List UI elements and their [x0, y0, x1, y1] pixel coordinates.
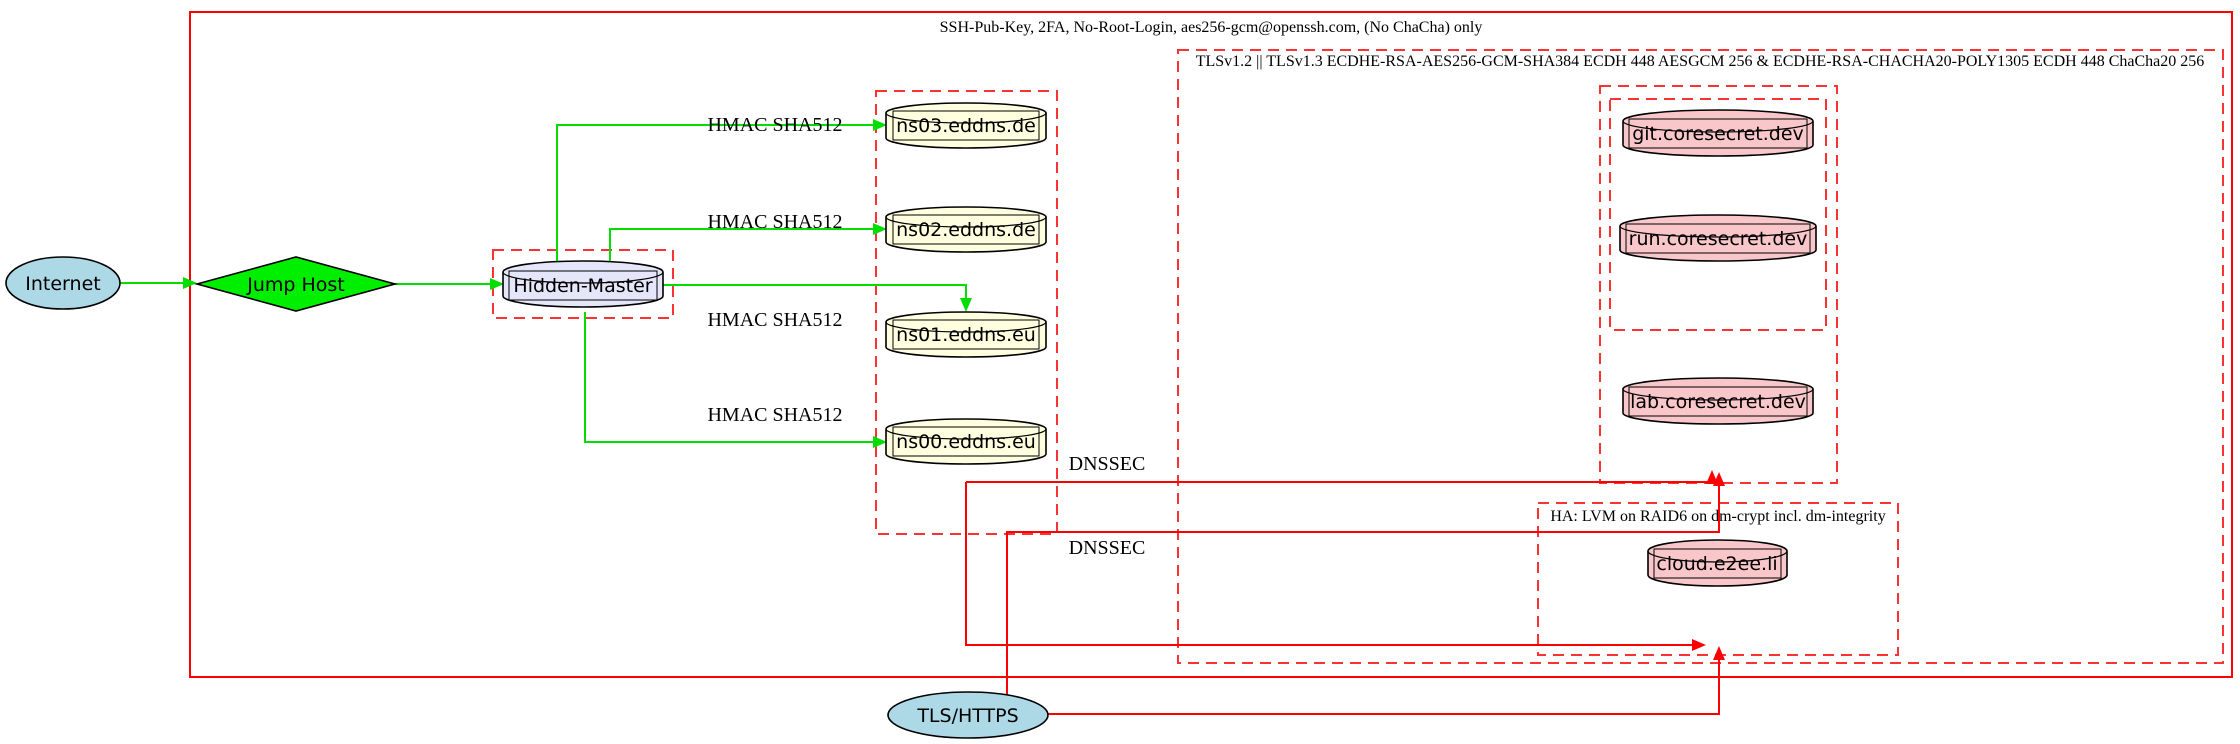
node-hidden-master: Hidden-Master	[502, 260, 664, 308]
arrowhead-hiddenmaster-ns01	[960, 298, 972, 312]
git-label: git.coresecret.dev	[1632, 123, 1804, 145]
edge-label-hmac-ns01: HMAC SHA512	[707, 309, 842, 331]
hidden-master-cylinder	[502, 260, 664, 308]
ns00-label-box	[892, 426, 1040, 457]
tls-https-ellipse	[887, 691, 1049, 739]
node-tls-https: TLS/HTTPS	[887, 691, 1049, 739]
git-label-box	[1628, 118, 1808, 149]
run-cylinder	[1619, 214, 1817, 262]
arrowhead-dnssec-ha	[1692, 639, 1706, 651]
cluster-dns-border	[875, 90, 1058, 535]
ns02-label-box	[892, 214, 1040, 245]
node-cloud: cloud.e2ee.li	[1647, 539, 1788, 587]
cluster-ssh-label: SSH-Pub-Key, 2FA, No-Root-Login, aes256-…	[940, 19, 1483, 36]
jump-host-diamond	[193, 256, 399, 312]
edge-label-dnssec-2: DNSSEC	[1069, 537, 1146, 559]
arrowhead-hiddenmaster-ns00	[873, 436, 887, 448]
ns03-cylinder	[885, 102, 1047, 149]
ns02-label: ns02.eddns.de	[896, 219, 1036, 241]
cluster-coresecret-outer-border	[1599, 85, 1838, 484]
edge-hiddenmaster-ns02	[609, 228, 873, 263]
edge-label-hmac-ns00: HMAC SHA512	[707, 404, 842, 426]
node-ns00: ns00.eddns.eu	[885, 418, 1047, 465]
node-jump-host: Jump Host	[193, 256, 399, 312]
ns01-cylinder	[885, 311, 1047, 358]
arrowhead-tlshttps-coresecret	[1713, 472, 1725, 486]
edge-label-hmac-ns03: HMAC SHA512	[707, 114, 842, 136]
cloud-label-box	[1653, 548, 1782, 579]
edge-tlshttps-to-ha	[1047, 660, 1720, 715]
jump-host-label: Jump Host	[246, 274, 345, 296]
edge-tlshttps-to-coresecret	[1006, 486, 1720, 695]
hidden-master-label-box	[508, 270, 658, 301]
ns00-label: ns00.eddns.eu	[896, 431, 1036, 453]
edge-label-dnssec-1: DNSSEC	[1069, 453, 1146, 475]
git-cylinder	[1622, 109, 1814, 157]
cloud-label: cloud.e2ee.li	[1656, 553, 1777, 575]
edge-dnssec-to-ha	[965, 482, 1692, 646]
internet-ellipse	[5, 256, 121, 310]
arrowhead-hiddenmaster-ns03	[873, 119, 887, 131]
node-ns02: ns02.eddns.de	[885, 206, 1047, 253]
node-ns01: ns01.eddns.eu	[885, 311, 1047, 358]
tls-https-label: TLS/HTTPS	[916, 705, 1018, 727]
cloud-cylinder	[1647, 539, 1788, 587]
cluster-hidden-master-border	[492, 249, 674, 319]
lab-cylinder	[1622, 377, 1814, 425]
node-run: run.coresecret.dev	[1619, 214, 1817, 262]
hidden-master-cylinder-rim	[502, 271, 664, 284]
hidden-master-label: Hidden-Master	[513, 275, 652, 297]
ns01-label: ns01.eddns.eu	[896, 324, 1036, 346]
node-lab: lab.coresecret.dev	[1622, 377, 1814, 425]
cluster-tls-border	[1177, 49, 2224, 664]
ns01-label-box	[892, 319, 1040, 350]
ns03-label-box	[892, 110, 1040, 141]
run-label-box	[1625, 223, 1811, 254]
arrowhead-hiddenmaster-ns02	[873, 223, 887, 235]
ns01-cylinder-rim	[885, 321, 1047, 333]
ns02-cylinder	[885, 206, 1047, 253]
ns03-cylinder-rim	[885, 112, 1047, 124]
cloud-cylinder-rim	[1647, 550, 1788, 563]
git-cylinder-rim	[1622, 120, 1814, 133]
ns00-cylinder	[885, 418, 1047, 465]
arrowhead-jumphost-hiddenmaster	[490, 278, 504, 290]
arrowhead-internet-jumphost	[183, 277, 197, 289]
edge-hiddenmaster-ns00	[584, 312, 873, 443]
arrowhead-dnssec-coresecret	[1706, 470, 1718, 484]
cluster-coresecret-inner-border	[1609, 98, 1827, 331]
node-git: git.coresecret.dev	[1622, 109, 1814, 157]
ns00-cylinder-rim	[885, 428, 1047, 440]
arrowhead-tlshttps-ha	[1713, 646, 1725, 660]
node-ns03: ns03.eddns.de	[885, 102, 1047, 149]
cluster-ssh-border	[189, 11, 2233, 678]
cluster-tls-label: TLSv1.2 || TLSv1.3 ECDHE-RSA-AES256-GCM-…	[1196, 53, 2205, 70]
lab-cylinder-rim	[1622, 388, 1814, 401]
run-cylinder-rim	[1619, 225, 1817, 238]
lab-label-box	[1628, 386, 1808, 417]
ns02-cylinder-rim	[885, 216, 1047, 228]
edge-label-hmac-ns02: HMAC SHA512	[707, 211, 842, 233]
edge-hiddenmaster-ns01	[663, 284, 967, 298]
run-label: run.coresecret.dev	[1629, 228, 1808, 250]
node-internet: Internet	[5, 256, 121, 310]
edge-hiddenmaster-ns03	[556, 124, 873, 263]
internet-label: Internet	[25, 273, 100, 295]
ns03-label: ns03.eddns.de	[896, 115, 1036, 137]
lab-label: lab.coresecret.dev	[1630, 391, 1806, 413]
